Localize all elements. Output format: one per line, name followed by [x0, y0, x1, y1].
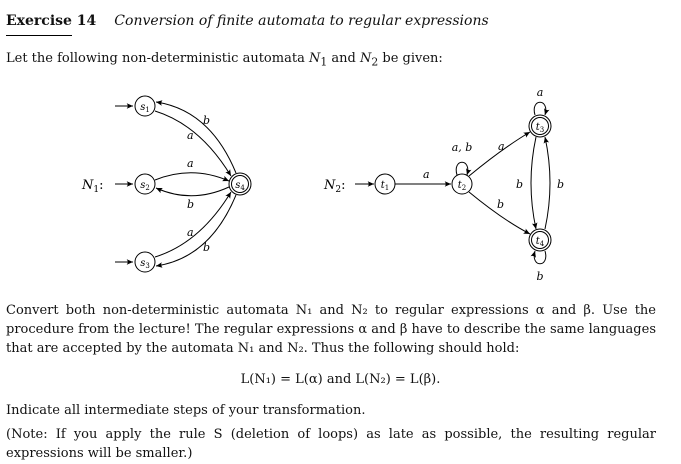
intro-paragraph: Let the following non-deterministic auto…	[6, 49, 443, 72]
note-paragraph: (Note: If you apply the rule S (deletion…	[6, 427, 656, 461]
edge-t3-t4-b	[530, 136, 538, 230]
automata-diagram: N1: s1 s2 s3 s4 b a a b a b N2: t1	[81, 86, 564, 283]
edge-s4-s3-b	[155, 194, 237, 268]
label-t4-t3: b	[557, 178, 564, 191]
svg-text:t2: t2	[458, 180, 467, 192]
svg-text:s1: s1	[140, 102, 150, 114]
n1-label: N1:	[81, 178, 104, 195]
intro-n2: N	[359, 51, 372, 66]
edge-s4-s2-b	[155, 186, 230, 197]
instruction-paragraph: Convert both non-deterministic automata …	[6, 303, 656, 356]
edge-s2-s4-a	[154, 172, 230, 182]
state-t2: t2	[451, 173, 473, 195]
label-s3-s4: a	[187, 226, 194, 239]
edge-s3-s4-a	[154, 191, 232, 258]
exercise-subtitle: Conversion of finite automata to regular…	[114, 13, 489, 29]
label-t2-t4: b	[497, 198, 504, 211]
edge-s1-s4-a	[154, 110, 232, 177]
title-underline	[6, 35, 72, 36]
intro-text-start: Let the following non-deterministic auto…	[6, 51, 305, 66]
label-t3-loop: a	[537, 86, 544, 99]
loop-t4	[530, 250, 547, 265]
label-t2-t3: a	[498, 140, 505, 153]
edge-t4-t3-b	[543, 136, 551, 230]
label-t2-loop: a, b	[452, 141, 473, 154]
svg-text:s3: s3	[140, 258, 150, 270]
label-t4-loop: b	[536, 270, 543, 283]
exercise-title: Exercise 14 Conversion of finite automata…	[6, 13, 489, 29]
intro-text-end: be given:	[382, 51, 443, 66]
state-s4-accepting: s4	[228, 172, 252, 196]
state-t1: t1	[374, 173, 396, 195]
svg-text:t4: t4	[536, 236, 545, 248]
intro-n1: N	[308, 51, 321, 66]
svg-text:s4: s4	[235, 180, 245, 192]
edge-s4-s1-b	[155, 100, 237, 174]
svg-text:t1: t1	[381, 180, 390, 192]
intro-n1-sub: 1	[320, 55, 328, 69]
label-t1-t2: a	[423, 168, 430, 181]
label-s4-s2: b	[187, 198, 194, 211]
edge-t2-t3-a	[468, 131, 531, 177]
svg-text:s2: s2	[140, 180, 150, 192]
state-s1: s1	[134, 95, 156, 117]
steps-paragraph: Indicate all intermediate steps of your …	[6, 403, 366, 418]
label-t3-t4: b	[516, 178, 523, 191]
label-s1-s4: a	[187, 129, 194, 142]
n2-label: N2:	[323, 178, 346, 195]
label-s4-s3: b	[203, 241, 210, 254]
label-s2-s4: a	[187, 157, 194, 170]
svg-text:t3: t3	[536, 122, 545, 134]
exercise-number: Exercise 14	[6, 13, 97, 29]
intro-n2-sub: 2	[371, 55, 379, 69]
loop-t3	[533, 101, 550, 116]
state-t4-accepting: t4	[528, 228, 552, 252]
intro-and: and	[331, 51, 356, 66]
state-s3: s3	[134, 251, 156, 273]
state-t3-accepting: t3	[528, 114, 552, 138]
language-equation: L(N₁) = L(α) and L(N₂) = L(β).	[240, 372, 441, 387]
state-s2: s2	[134, 173, 156, 195]
loop-t2	[455, 161, 472, 176]
label-s4-s1: b	[203, 114, 210, 127]
edge-t2-t4-b	[468, 191, 531, 235]
